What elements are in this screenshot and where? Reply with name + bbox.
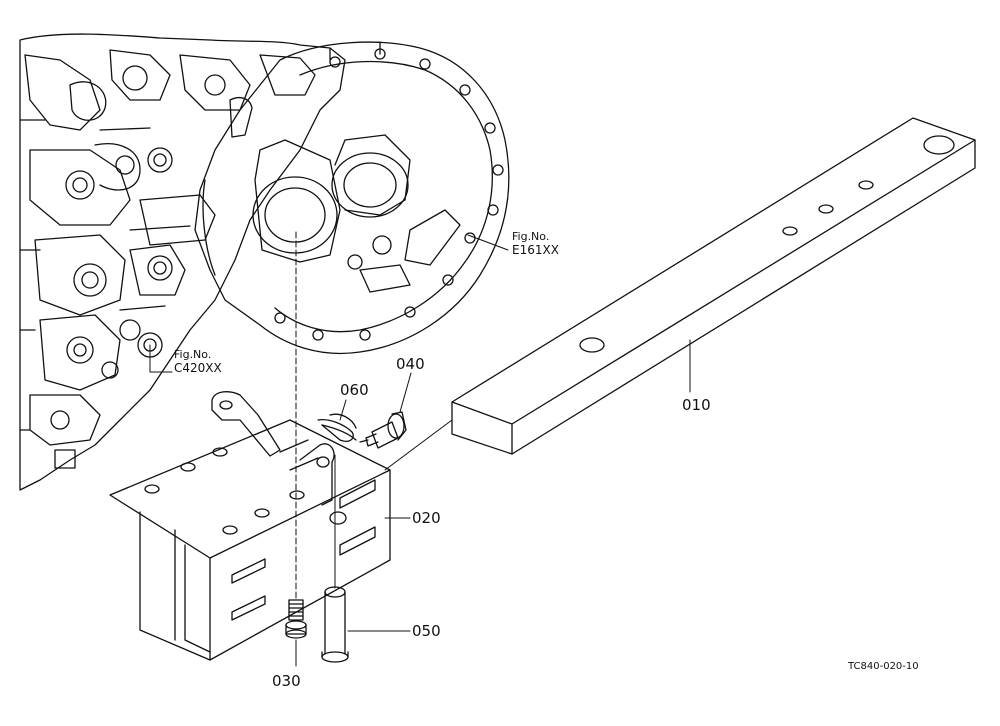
bracket-020	[109, 391, 391, 661]
part-label-010: 010	[682, 396, 711, 414]
part-label-030: 030	[272, 672, 301, 690]
fig-ref-e161-prefix: Fig.No.	[512, 230, 550, 243]
part-label-020: 020	[412, 509, 441, 527]
drawing-code: TC840-020-10	[848, 661, 919, 672]
leader-lines	[149, 231, 691, 667]
bolt-030	[285, 599, 307, 639]
fig-ref-e161: Fig.No. E161XX	[512, 230, 559, 257]
part-label-060: 060	[340, 381, 369, 399]
engine-block	[19, 33, 346, 491]
fig-ref-c420-prefix: Fig.No.	[174, 348, 212, 361]
part-label-040: 040	[396, 355, 425, 373]
fig-ref-e161-code: E161XX	[512, 242, 559, 257]
fig-ref-c420: Fig.No. C420XX	[174, 348, 222, 375]
fig-ref-c420-code: C420XX	[174, 360, 222, 375]
flywheel-housing	[194, 41, 510, 355]
drawbar-010	[451, 117, 976, 455]
pin-050	[321, 586, 349, 663]
bolt-040	[359, 411, 407, 449]
clip-060	[317, 413, 357, 442]
part-label-050: 050	[412, 622, 441, 640]
